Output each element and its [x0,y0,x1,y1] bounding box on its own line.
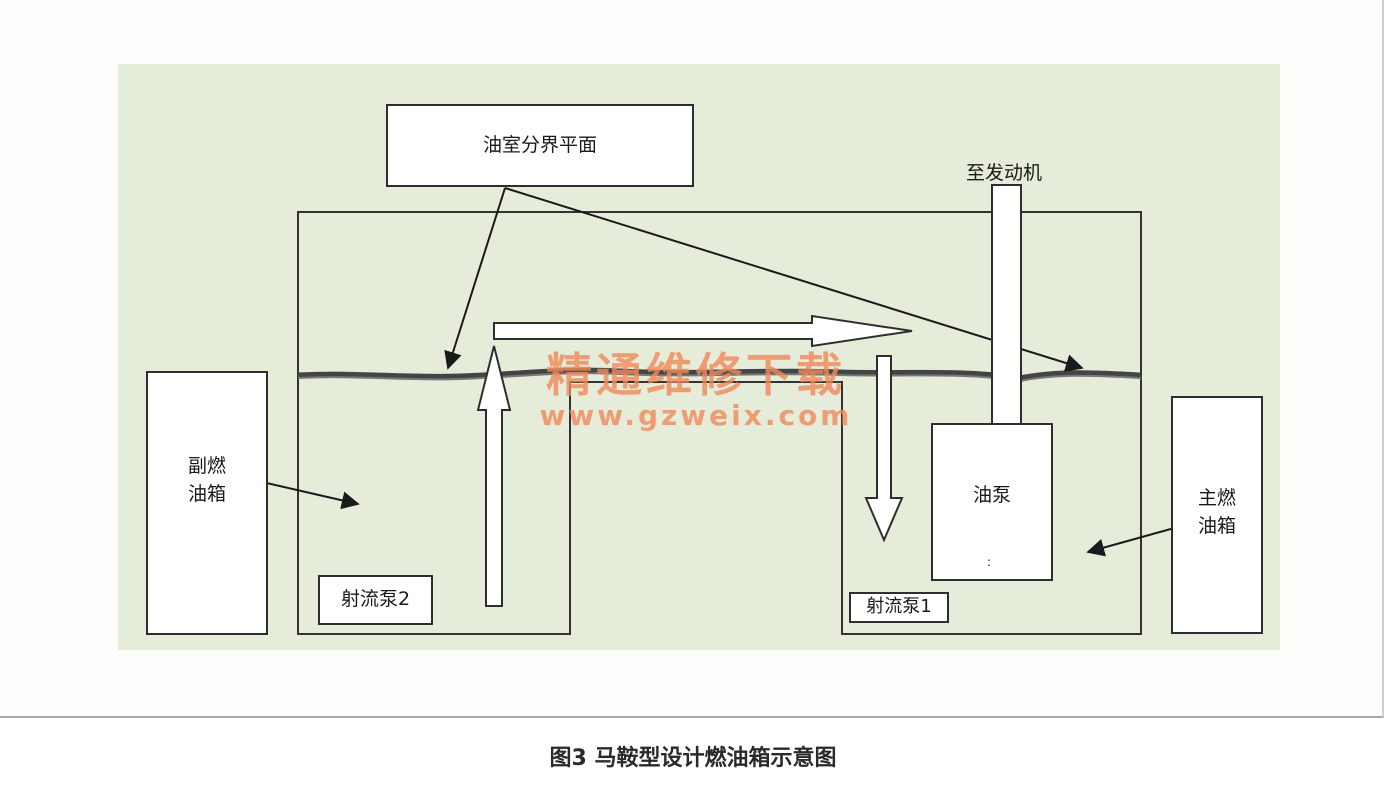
engine-supply-pipe [991,184,1022,426]
fuel-pump-label: 油泵 [972,484,1011,507]
flow-arrow-down [864,355,904,543]
jet-pump-1-label: 射流泵1 [866,596,932,618]
jet-pump-2-label: 射流泵2 [340,588,411,611]
aux-fuel-tank: 副燃 油箱 [146,371,268,635]
main-fuel-tank-label: 主燃 油箱 [1197,487,1236,537]
fuel-pump: 油泵 : [931,423,1053,581]
figure-caption: 图3 马鞍型设计燃油箱示意图 [549,746,837,771]
jet-pump-1: 射流泵1 [849,592,949,623]
divider-plane-label: 油室分界平面 [482,133,597,156]
jet-pump-2: 射流泵2 [318,575,433,625]
flow-arrow-up [476,345,512,607]
main-tank-pointer-arrow [1086,526,1179,557]
flow-arrow-right [493,314,913,348]
main-fuel-tank: 主燃 油箱 [1171,396,1263,634]
fuel-pump-mark: : [987,554,992,569]
divider-plane-label-box: 油室分界平面 [386,104,694,187]
to-engine-label: 至发动机 [966,162,1043,184]
aux-fuel-tank-label: 副燃 油箱 [187,455,226,505]
divider-pointer-arrow-left [444,187,506,370]
divider-pointer-arrow-right [504,187,1084,372]
